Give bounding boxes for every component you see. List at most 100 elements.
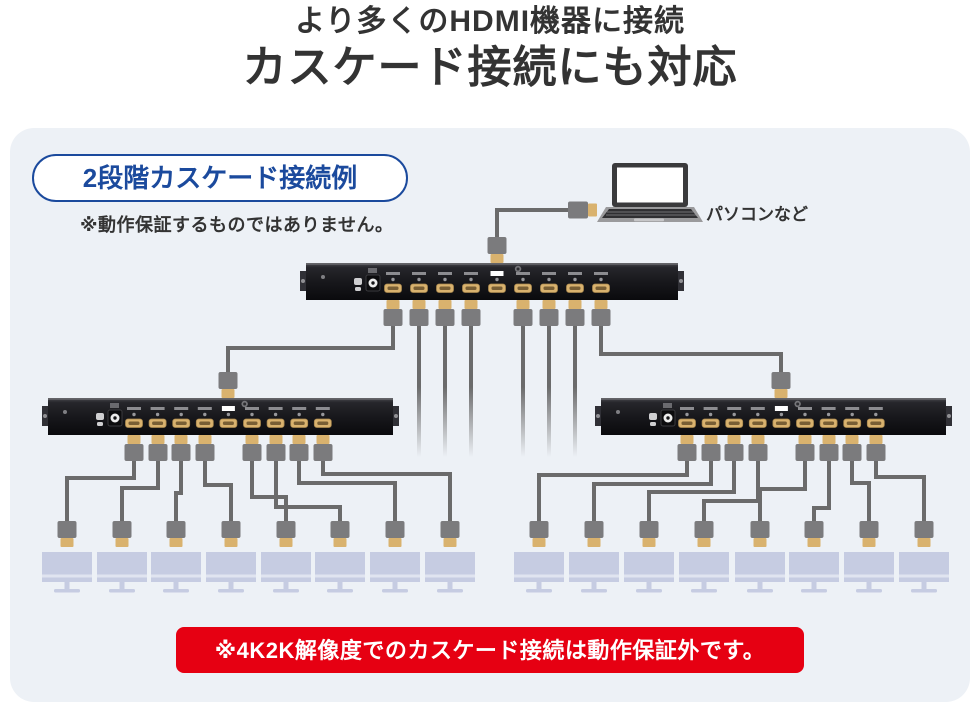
hdmi-connector bbox=[859, 521, 879, 547]
hdmi-output-port bbox=[313, 407, 332, 428]
hdmi-connector bbox=[819, 435, 839, 461]
hdmi-output-port bbox=[566, 272, 584, 293]
monitor bbox=[315, 552, 365, 593]
hdmi-output-port bbox=[290, 407, 309, 428]
splitter-body bbox=[48, 398, 393, 435]
hdmi-cable bbox=[850, 461, 871, 521]
monitor bbox=[735, 552, 785, 593]
screw-icon bbox=[616, 410, 620, 414]
hdmi-cable bbox=[702, 461, 760, 521]
hdmi-input-port bbox=[488, 271, 506, 293]
hdmi-cable bbox=[537, 461, 689, 521]
monitor bbox=[569, 552, 619, 593]
hdmi-connector bbox=[112, 521, 132, 547]
monitor bbox=[789, 552, 839, 593]
hdmi-cable bbox=[647, 461, 736, 521]
hdmi-connector bbox=[57, 521, 77, 547]
monitor bbox=[679, 552, 729, 593]
cable-tie-slot bbox=[354, 278, 362, 285]
hdmi-connector bbox=[221, 521, 241, 547]
hdmi-cable bbox=[297, 461, 397, 521]
hdmi-connector bbox=[461, 300, 481, 326]
monitor bbox=[514, 552, 564, 593]
hdmi-connector bbox=[677, 435, 697, 461]
hdmi-cable bbox=[226, 326, 395, 372]
monitor bbox=[425, 552, 475, 593]
hdmi-output-port bbox=[125, 407, 143, 428]
hdmi-connector bbox=[771, 372, 791, 398]
monitor bbox=[844, 552, 894, 593]
disclaimer-note: ※動作保証するものではありません。 bbox=[80, 215, 394, 235]
hdmi-output-port bbox=[148, 407, 167, 428]
cascade-example-badge: 2段階カスケード接続例 bbox=[32, 154, 408, 202]
hdmi-connector bbox=[218, 372, 238, 398]
hdmi-connector bbox=[440, 521, 460, 547]
hdmi-output-port bbox=[195, 407, 214, 428]
hdmi-cable bbox=[203, 461, 233, 521]
hdmi-connector bbox=[795, 435, 815, 461]
hdmi-output-port bbox=[514, 272, 532, 293]
hdmi-output-port bbox=[436, 272, 454, 293]
hdmi-connector bbox=[383, 300, 403, 326]
hdmi-output-port bbox=[462, 272, 480, 293]
hdmi-cable bbox=[874, 461, 926, 521]
hdmi-splitter-top bbox=[300, 263, 684, 300]
hdmi-connector bbox=[539, 300, 559, 326]
hdmi-cable bbox=[174, 461, 183, 521]
hdmi-connector bbox=[914, 521, 934, 547]
hdmi-connector bbox=[276, 521, 296, 547]
hdmi-output-port bbox=[410, 272, 428, 293]
hdmi-connector bbox=[330, 521, 350, 547]
cable-tie-slot bbox=[96, 413, 104, 420]
page-title: より多くのHDMI機器に接続 カスケード接続にも対応 bbox=[0, 2, 980, 94]
page-title-line1: より多くのHDMI機器に接続 bbox=[294, 5, 686, 38]
hdmi-cable bbox=[599, 326, 783, 372]
hdmi-cable bbox=[321, 461, 452, 521]
hdmi-connector bbox=[750, 521, 770, 547]
hdmi-output-port bbox=[866, 407, 885, 428]
hdmi-connector bbox=[435, 300, 455, 326]
power-jack bbox=[107, 409, 123, 427]
hdmi-cable bbox=[758, 461, 807, 521]
hdmi-connector bbox=[591, 300, 611, 326]
hdmi-connector bbox=[565, 300, 585, 326]
monitor bbox=[206, 552, 256, 593]
hdmi-input-port bbox=[772, 406, 791, 428]
power-jack bbox=[660, 409, 676, 427]
hdmi-cable bbox=[274, 461, 342, 521]
hdmi-connector bbox=[266, 435, 286, 461]
hdmi-connector bbox=[866, 435, 886, 461]
laptop-icon bbox=[597, 163, 703, 222]
screw-icon bbox=[63, 410, 67, 414]
hdmi-cable bbox=[120, 461, 160, 521]
monitor bbox=[151, 552, 201, 593]
warning-banner: ※4K2K解像度でのカスケード接続は動作保証外です。 bbox=[176, 627, 804, 673]
power-jack bbox=[365, 274, 381, 292]
hdmi-connector bbox=[639, 521, 659, 547]
monitor bbox=[97, 552, 147, 593]
hdmi-connector bbox=[584, 521, 604, 547]
hdmi-connector bbox=[513, 300, 533, 326]
hdmi-connector bbox=[701, 435, 721, 461]
hdmi-output-port bbox=[819, 407, 838, 428]
hdmi-input-port bbox=[219, 406, 238, 428]
hdmi-connector bbox=[529, 521, 549, 547]
hdmi-connector bbox=[724, 435, 744, 461]
hdmi-splitter-left bbox=[42, 398, 399, 435]
hdmi-output-port bbox=[796, 407, 814, 428]
hdmi-cables bbox=[65, 208, 926, 521]
monitor bbox=[899, 552, 949, 593]
screw-icon bbox=[321, 275, 325, 279]
hdmi-cable bbox=[495, 208, 568, 237]
hdmi-output-port bbox=[748, 407, 767, 428]
hdmi-cable bbox=[592, 461, 713, 521]
hdmi-output-port bbox=[843, 407, 862, 428]
hdmi-connector bbox=[385, 521, 405, 547]
hdmi-cable bbox=[65, 461, 136, 521]
splitter-body bbox=[601, 398, 946, 435]
hdmi-connector bbox=[409, 300, 429, 326]
monitor bbox=[624, 552, 674, 593]
cable-tie-slot bbox=[649, 413, 657, 420]
hdmi-output-port bbox=[266, 407, 285, 428]
hdmi-output-port bbox=[540, 272, 558, 293]
